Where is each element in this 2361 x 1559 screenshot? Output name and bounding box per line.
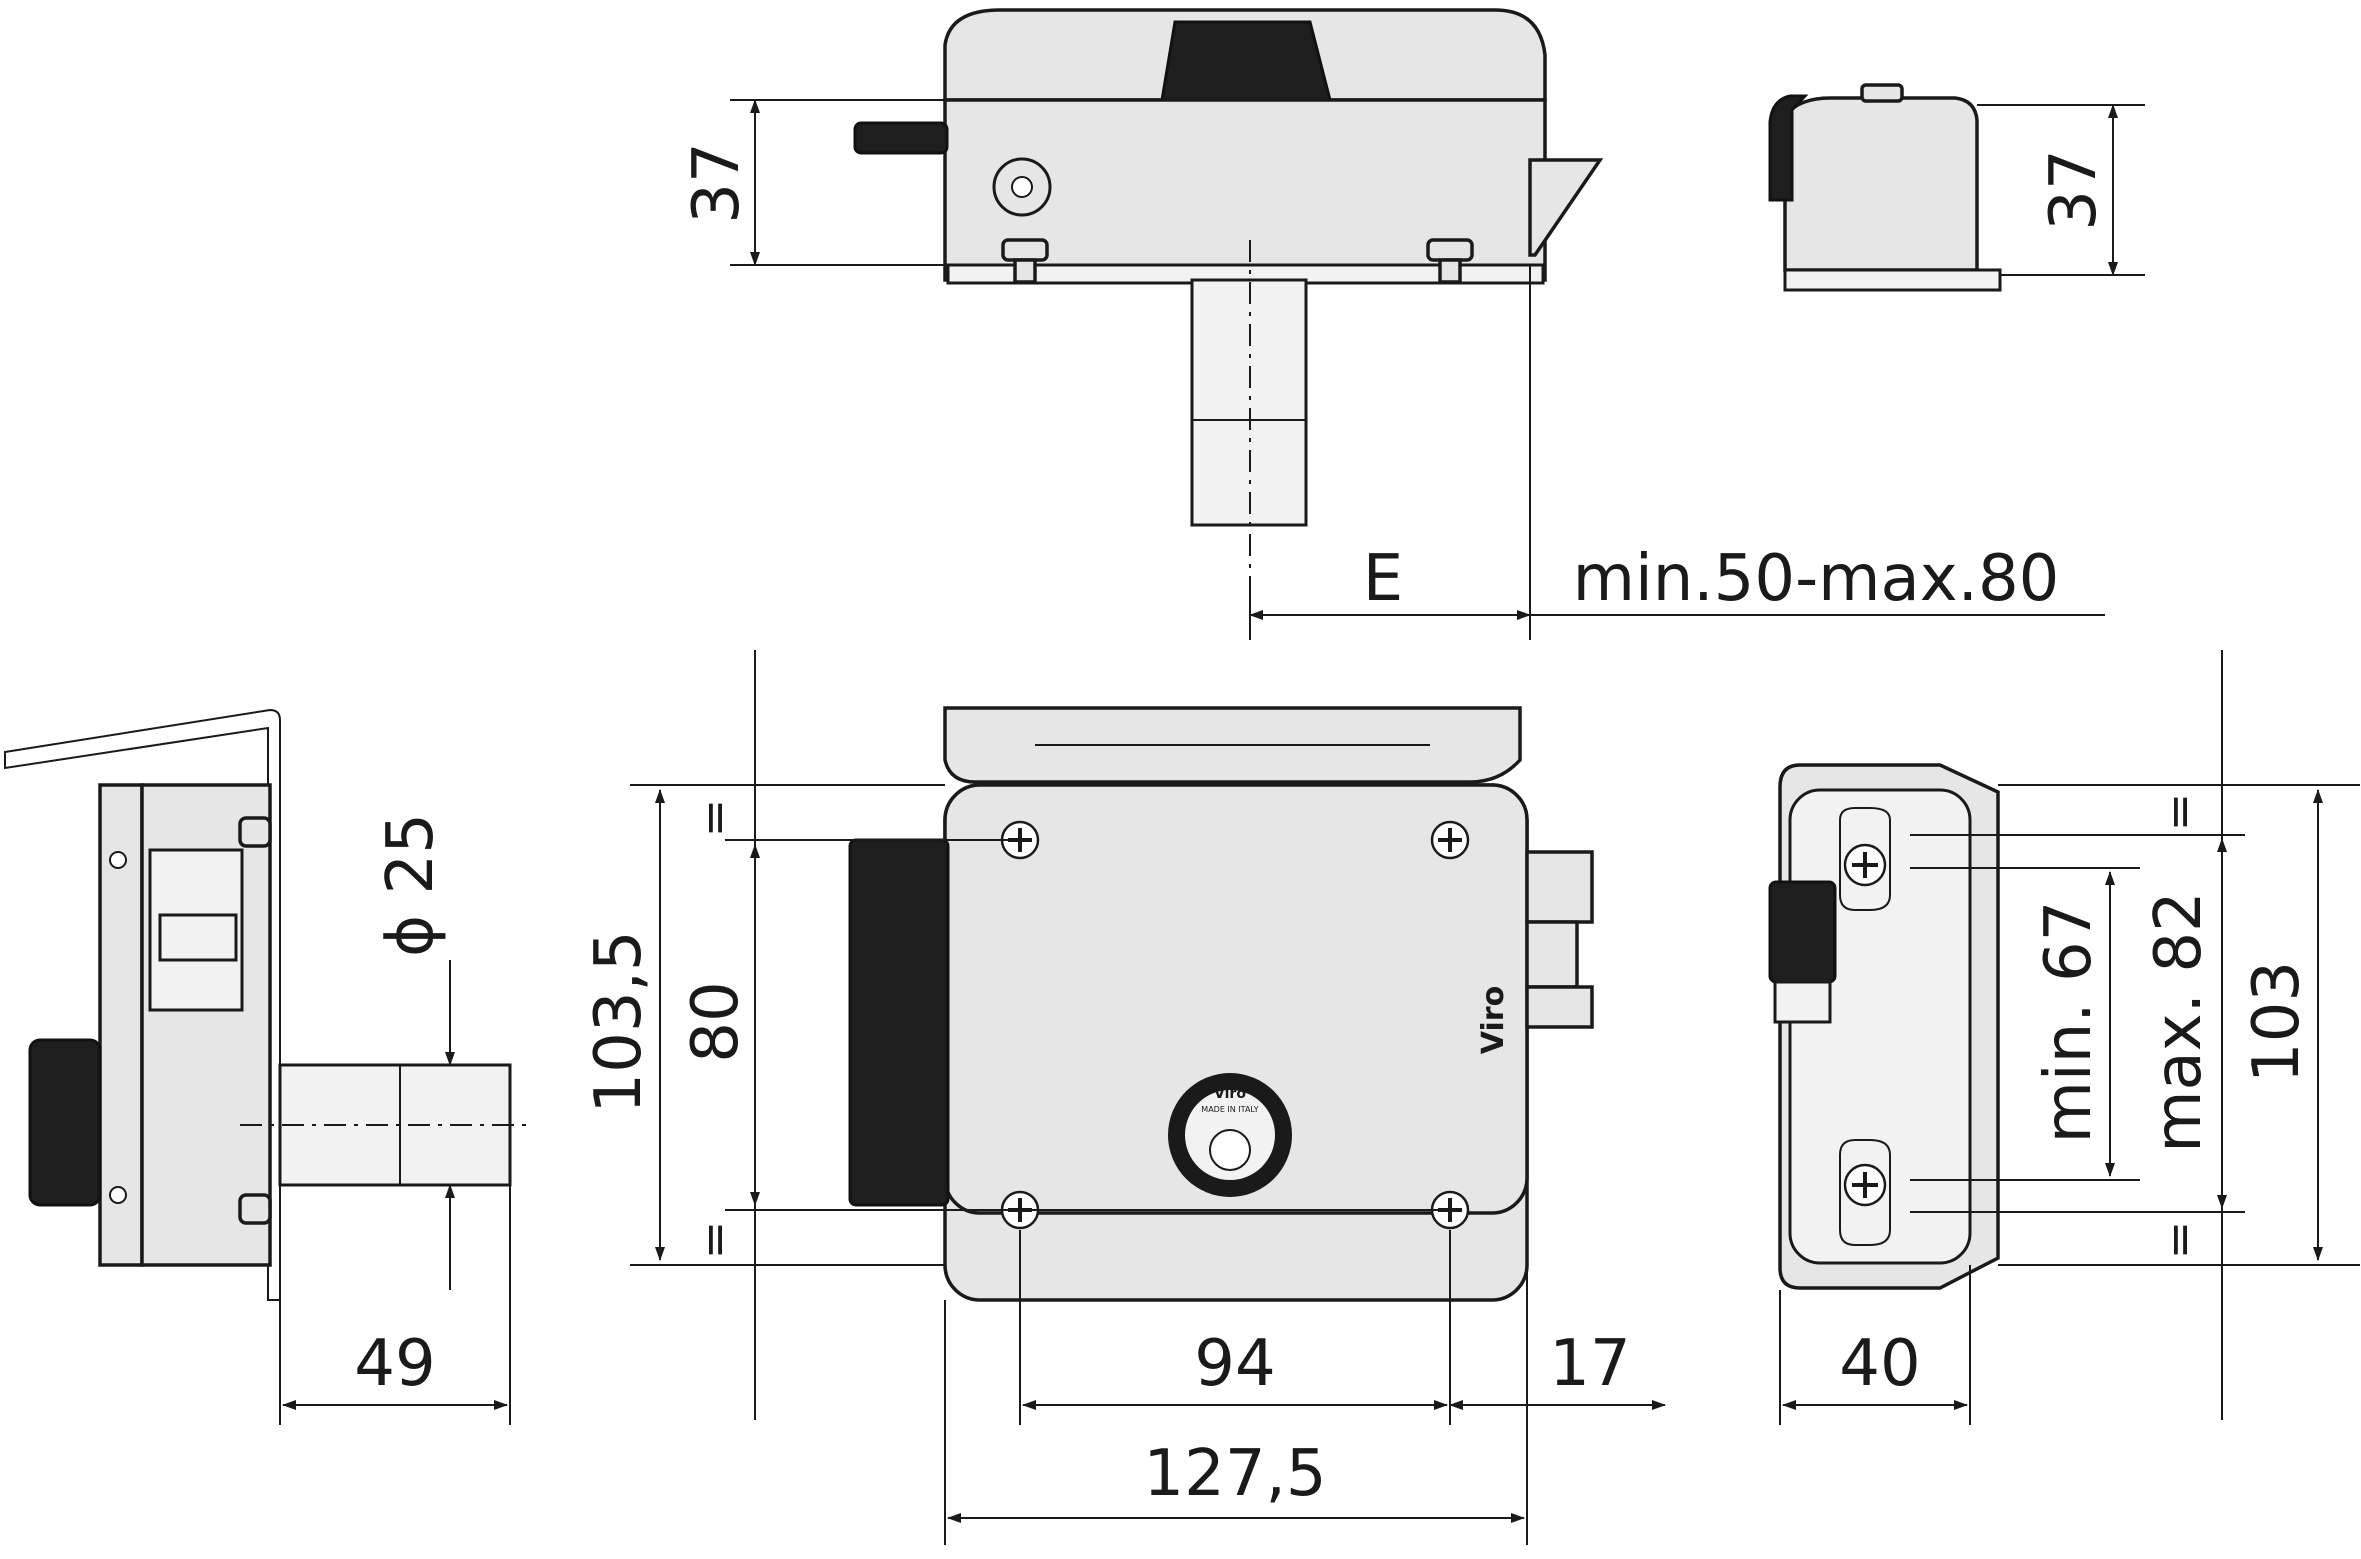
bolt-projection-label: 17 xyxy=(1549,1327,1630,1401)
keeper-min-label: min. 67 xyxy=(2032,901,2106,1144)
logo-brand-small: Viro xyxy=(1214,1086,1246,1102)
e-range-label: min.50-max.80 xyxy=(1573,542,2060,616)
side-view: ϕ 25 49 xyxy=(4,708,530,1425)
top-view: 37 E min.50-max.80 xyxy=(680,8,2105,640)
e-label: E xyxy=(1363,542,1403,616)
keeper-top-view: 37 xyxy=(1768,83,2145,292)
equal-mark-3: = xyxy=(2152,793,2206,832)
right-top-height-label: 37 xyxy=(2037,149,2111,230)
front-view: Viro MADE IN ITALY Viro 103,5 80 = = 94 … xyxy=(582,650,1666,1545)
top-height-label: 37 xyxy=(680,142,754,223)
keeper-front-view: min. 67 max. 82 = = 103 40 xyxy=(1768,650,2360,1425)
overall-width-label: 127,5 xyxy=(1143,1437,1326,1511)
overall-height-label: 103,5 xyxy=(582,930,656,1113)
bolt-diameter-label: ϕ 25 xyxy=(374,813,448,957)
keeper-height-label: 103 xyxy=(2240,961,2314,1083)
keeper-width-label: 40 xyxy=(1839,1327,1920,1401)
equal-mark-1: = xyxy=(687,799,741,838)
logo-brand: Viro xyxy=(1476,986,1511,1054)
equal-mark-2: = xyxy=(687,1221,741,1260)
screw-spacing-v-label: 80 xyxy=(679,981,753,1062)
made-in-label: MADE IN ITALY xyxy=(1201,1105,1259,1114)
side-depth-label: 49 xyxy=(354,1327,435,1401)
screw-spacing-h-label: 94 xyxy=(1194,1327,1275,1401)
equal-mark-4: = xyxy=(2152,1221,2206,1260)
keeper-max-label: max. 82 xyxy=(2142,891,2216,1153)
